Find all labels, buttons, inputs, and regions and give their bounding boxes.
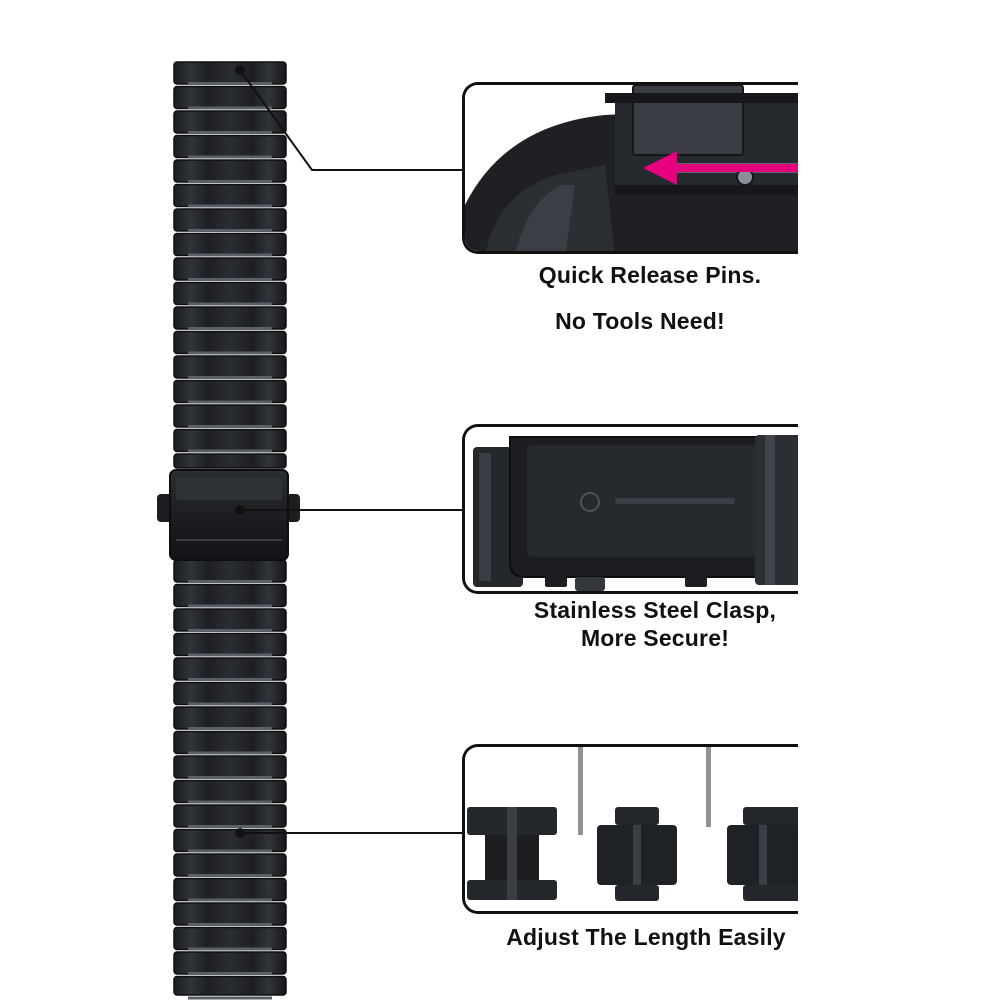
band-link-segment — [467, 807, 557, 900]
band-link — [173, 877, 287, 902]
band-link — [173, 85, 287, 110]
band-link-highlight — [188, 678, 272, 681]
band-link-highlight — [188, 400, 272, 404]
band-link-highlight — [188, 155, 272, 159]
band-link-highlight — [188, 996, 272, 1000]
band-link-highlight — [188, 653, 272, 657]
band-link-highlight — [188, 727, 272, 730]
band-link — [173, 559, 287, 583]
band-link-highlight — [188, 204, 272, 208]
band-link — [173, 61, 287, 85]
band-link — [173, 232, 287, 257]
band-link-highlight — [188, 874, 272, 877]
feature-caption-no-tools: No Tools Need! — [555, 308, 725, 334]
band-link — [173, 453, 287, 469]
band-link-highlight — [188, 923, 272, 926]
band-link — [173, 110, 287, 134]
band-link-highlight — [188, 425, 272, 428]
feature-caption-adjust-length: Adjust The Length Easily — [506, 924, 786, 950]
feature-caption-secure: More Secure! — [580, 625, 730, 651]
adjust-length-panel — [462, 744, 798, 914]
band-link — [173, 281, 287, 306]
band-link — [173, 257, 287, 281]
band-link-highlight — [188, 751, 272, 755]
band-link-highlight — [188, 376, 272, 379]
band-link-highlight — [188, 947, 272, 951]
band-link — [173, 975, 287, 996]
band-link — [173, 853, 287, 877]
clasp-illustration — [465, 427, 798, 591]
band-link-highlight — [188, 82, 272, 85]
links-illustration — [465, 747, 798, 911]
band-link-highlight — [188, 702, 272, 706]
band-link — [173, 355, 287, 379]
band-link — [173, 828, 287, 853]
band-link — [173, 804, 287, 828]
left-arrow-icon — [643, 151, 798, 185]
band-link — [173, 779, 287, 804]
band-link — [173, 926, 287, 951]
band-link — [173, 951, 287, 975]
band-link-highlight — [188, 580, 272, 583]
band-link — [173, 583, 287, 608]
band-link-highlight — [188, 800, 272, 804]
band-link-highlight — [188, 629, 272, 632]
band-link-segment — [727, 807, 798, 901]
band-link-highlight — [188, 106, 272, 110]
band-link-highlight — [188, 972, 272, 975]
band-link — [173, 428, 287, 453]
band-link — [173, 730, 287, 755]
band-link — [173, 755, 287, 779]
band-link-highlight — [188, 180, 272, 183]
band-link-highlight — [188, 825, 272, 828]
band-link-highlight — [188, 278, 272, 281]
band-clasp — [157, 469, 300, 561]
band-link — [173, 902, 287, 926]
band-link-highlight — [188, 351, 272, 355]
quick-release-pins-panel — [462, 82, 798, 254]
band-link-highlight — [188, 449, 272, 453]
band-link — [173, 632, 287, 657]
band-link — [173, 306, 287, 330]
band-link-highlight — [188, 898, 272, 902]
feature-caption-quick-release: Quick Release Pins. — [538, 262, 762, 288]
band-link-highlight — [188, 849, 272, 853]
band-link-highlight — [188, 229, 272, 232]
band-link — [173, 208, 287, 232]
band-link-segment — [597, 807, 677, 901]
band-link-highlight — [188, 776, 272, 779]
band-link-highlight — [188, 604, 272, 608]
stainless-steel-clasp-panel — [462, 424, 798, 594]
band-link — [173, 183, 287, 208]
band-link-highlight — [188, 131, 272, 134]
quick-release-illustration — [465, 85, 798, 251]
band-link-highlight — [188, 327, 272, 330]
band-link-highlight — [188, 302, 272, 306]
band-link — [173, 379, 287, 404]
band-link — [173, 608, 287, 632]
feature-caption-clasp: Stainless Steel Clasp, — [533, 597, 777, 623]
band-link — [173, 404, 287, 428]
band-link — [173, 134, 287, 159]
band-link — [173, 706, 287, 730]
band-link — [173, 657, 287, 681]
band-links — [173, 61, 287, 1000]
band-link — [173, 159, 287, 183]
band-link — [173, 681, 287, 706]
band-link-highlight — [188, 253, 272, 257]
band-link — [173, 330, 287, 355]
